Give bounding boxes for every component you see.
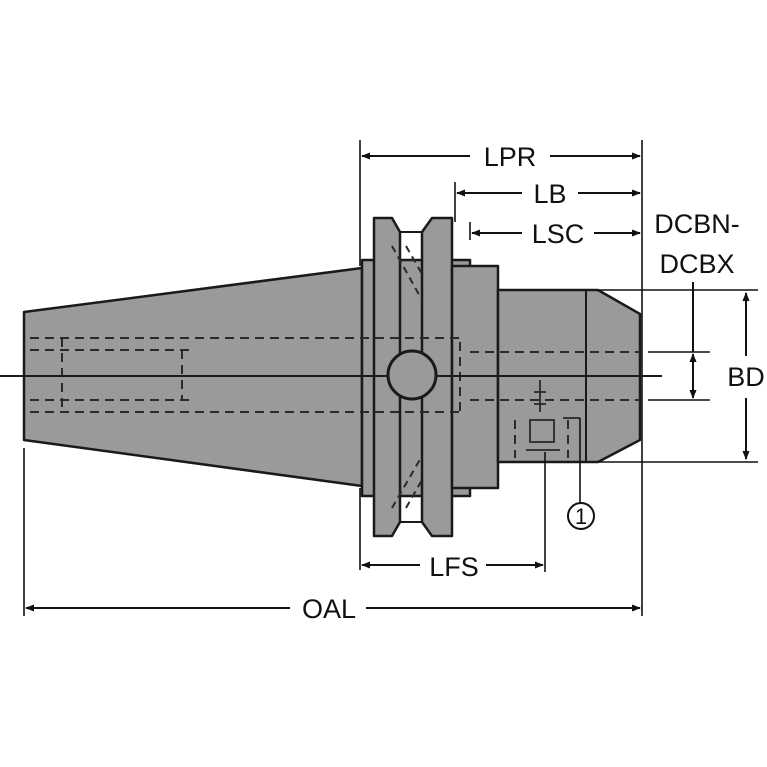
lb-label: LB [533, 179, 566, 209]
callout-leader [563, 417, 581, 503]
dimension-lines [25, 152, 750, 612]
dcbn-label: DCBN- [654, 209, 740, 239]
cross-hole [386, 349, 438, 401]
callout-circle [567, 502, 595, 530]
lfs-label: LFS [429, 552, 479, 582]
oal-label: OAL [302, 594, 356, 624]
set-screw-detail [526, 380, 560, 451]
callout-number: 1 [575, 504, 587, 529]
lsc-label: LSC [532, 219, 585, 249]
extension-lines [23, 140, 758, 616]
drive-slot-hidden [391, 245, 423, 509]
dcbx-label: DCBX [659, 249, 734, 279]
lpr-label: LPR [484, 142, 537, 172]
bd-label: BD [727, 362, 765, 392]
